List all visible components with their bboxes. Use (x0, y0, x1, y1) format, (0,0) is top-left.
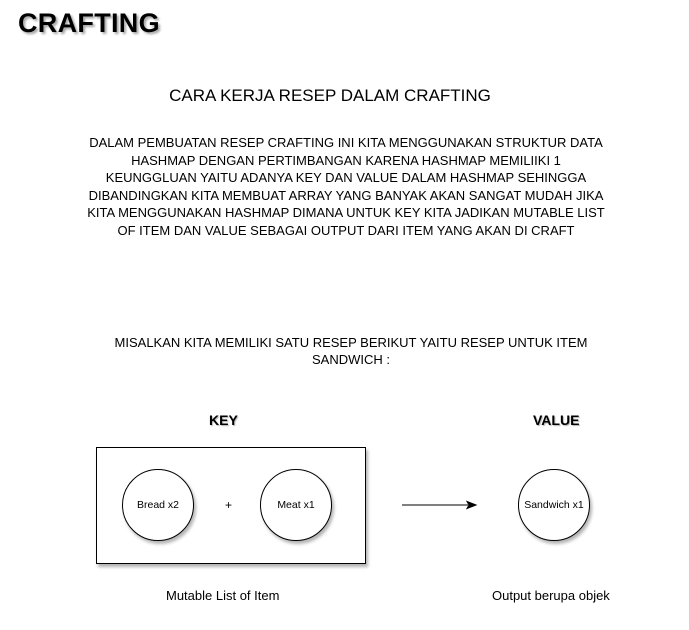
section-subtitle: CARA KERJA RESEP DALAM CRAFTING (169, 86, 491, 105)
page-title: CRAFTING (18, 8, 160, 38)
plus-sign: + (225, 498, 233, 512)
sandwich-output-node: Sandwich x1 (518, 469, 590, 541)
key-caption: Mutable List of Item (166, 588, 280, 603)
description-paragraph: DALAM PEMBUATAN RESEP CRAFTING INI KITA … (87, 135, 605, 238)
example-intro: MISALKAN KITA MEMILIKI SATU RESEP BERIKU… (114, 335, 588, 367)
meat-item-node: Meat x1 (260, 469, 332, 541)
value-caption: Output berupa objek (492, 588, 610, 603)
key-heading: KEY (209, 412, 238, 428)
sandwich-output-label: Sandwich x1 (524, 499, 584, 511)
bread-item-node: Bread x2 (122, 469, 194, 541)
meat-item-label: Meat x1 (277, 499, 315, 511)
right-arrow-icon (402, 500, 478, 510)
bread-item-label: Bread x2 (136, 499, 180, 511)
value-heading: VALUE (533, 412, 580, 428)
